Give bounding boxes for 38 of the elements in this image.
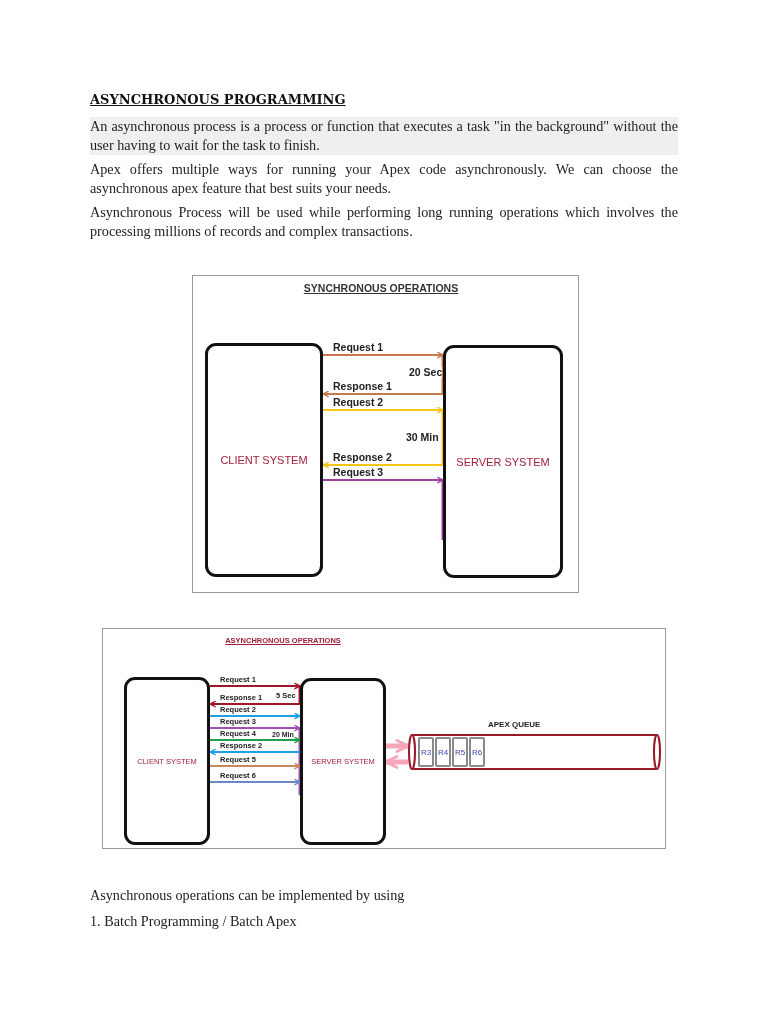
- edge-label: Request 3: [332, 466, 385, 477]
- arrow: [209, 712, 301, 720]
- system-box: [443, 345, 563, 578]
- arrow: [322, 390, 444, 398]
- arrow: [322, 406, 444, 414]
- arrow: [322, 351, 444, 359]
- arrow: [209, 700, 301, 708]
- arrow: [209, 748, 301, 756]
- edge-label: Request 2: [332, 396, 385, 407]
- arrow: [209, 724, 301, 732]
- paragraph: An asynchronous process is a process or function that executes a task "in the background" without the user having to wait for the task to finish.: [90, 117, 678, 155]
- queue-title: APEX QUEUE: [488, 720, 541, 729]
- edge-label: Response 1: [332, 380, 393, 391]
- paragraph: Apex offers multiple ways for running your Apex code asynchronously. We can choose the asynchronous apex feature that best suits your needs.: [90, 160, 678, 198]
- figure-title: SYNCHRONOUS OPERATIONS: [303, 282, 459, 294]
- paragraph: 1. Batch Programming / Batch Apex: [90, 912, 298, 931]
- arrow: [209, 778, 301, 786]
- arrow: [322, 461, 444, 469]
- queue-slot: R5: [452, 737, 468, 767]
- system-box: [300, 678, 386, 845]
- arrow: [209, 682, 301, 690]
- system-label: SERVER SYSTEM: [456, 455, 550, 468]
- queue-slot: R3: [418, 737, 434, 767]
- queue-slot: R6: [469, 737, 485, 767]
- system-box: [205, 343, 323, 577]
- system-label: CLIENT SYSTEM: [220, 454, 308, 466]
- paragraph: Asynchronous operations can be implemented by using: [90, 886, 406, 905]
- arrow: [386, 738, 410, 754]
- arrow: [322, 476, 444, 484]
- arrow: [209, 762, 301, 770]
- arrow: [384, 754, 408, 770]
- system-box: [124, 677, 210, 845]
- paragraph: Asynchronous Process will be used while performing long running operations which involves the processing millions of records and complex transactions.: [90, 203, 678, 241]
- arrow: [209, 736, 301, 744]
- page-heading: ASYNCHRONOUS PROGRAMMING: [90, 92, 346, 107]
- edge-label: Response 2: [332, 451, 393, 462]
- queue-slot: R4: [435, 737, 451, 767]
- edge-label: Request 1: [332, 341, 385, 352]
